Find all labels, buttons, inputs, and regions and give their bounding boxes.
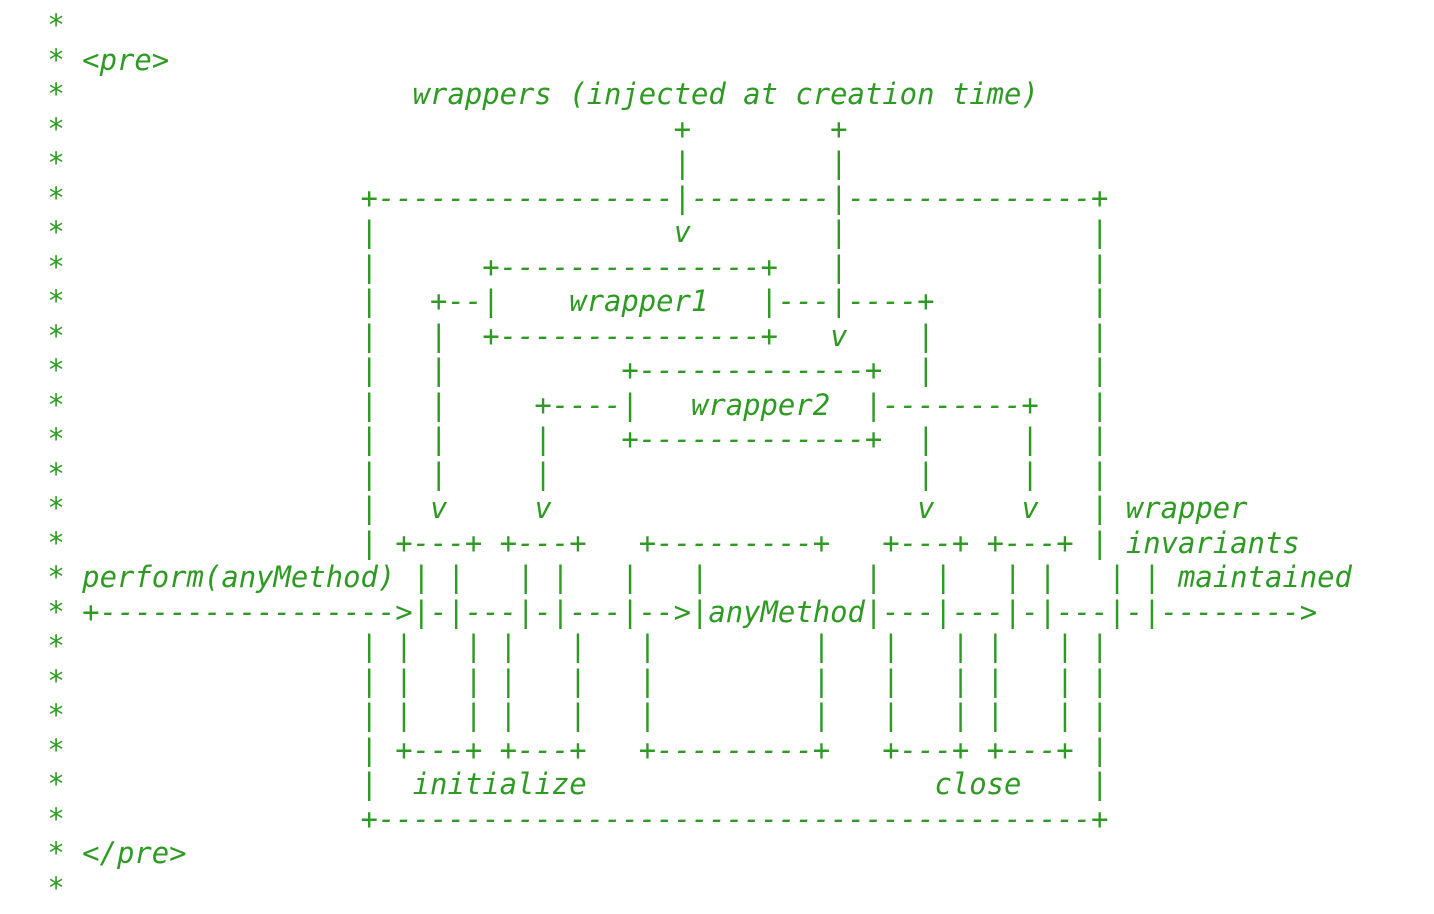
code-line: * </pre>: [30, 836, 187, 870]
code-line: * perform(anyMethod) | | | | | | | | | |…: [30, 560, 1352, 594]
code-line: *: [30, 8, 65, 42]
code-line: * | v | |: [30, 215, 1109, 249]
code-line: * | | | | | |: [30, 456, 1109, 491]
code-line: * | | +---------------+ v | |: [30, 318, 1109, 353]
code-line: * | +---+ +---+ +---------+ +---+ +---+ …: [30, 732, 1109, 767]
code-line: * +----------------->|-|---|-|---|-->|an…: [30, 594, 1318, 629]
code-line: * | | | +-------------+ | | |: [30, 422, 1109, 456]
code-line: *: [30, 870, 65, 905]
code-line: * | | +----| wrapper2 |--------+ |: [30, 387, 1109, 422]
code-line: * | | +-------------+ | |: [30, 353, 1109, 387]
code-line: * | +--| wrapper1 |---|----+ |: [30, 284, 1109, 318]
code-line: * | +---+ +---+ +---------+ +---+ +---+ …: [30, 525, 1300, 560]
code-comment-block: * * <pre> * wrappers (injected at creati…: [30, 8, 1352, 905]
code-line: * | | | | | | | | | | | |: [30, 629, 1109, 663]
code-line: * | +---------------+ | |: [30, 249, 1109, 284]
code-line: * + +: [30, 111, 848, 146]
code-line: * +-------------------------------------…: [30, 801, 1109, 836]
code-line: * | |: [30, 146, 848, 180]
code-line: * +-----------------|--------|----------…: [30, 180, 1109, 215]
code-line: * | | | | | | | | | | | |: [30, 663, 1109, 698]
code-line: * | initialize close |: [30, 767, 1109, 801]
code-line: * | v v v v | wrapper: [30, 491, 1248, 525]
code-line: * <pre>: [30, 42, 170, 77]
code-line: * | | | | | | | | | | | |: [30, 698, 1109, 732]
code-line: * wrappers (injected at creation time): [30, 77, 1039, 111]
